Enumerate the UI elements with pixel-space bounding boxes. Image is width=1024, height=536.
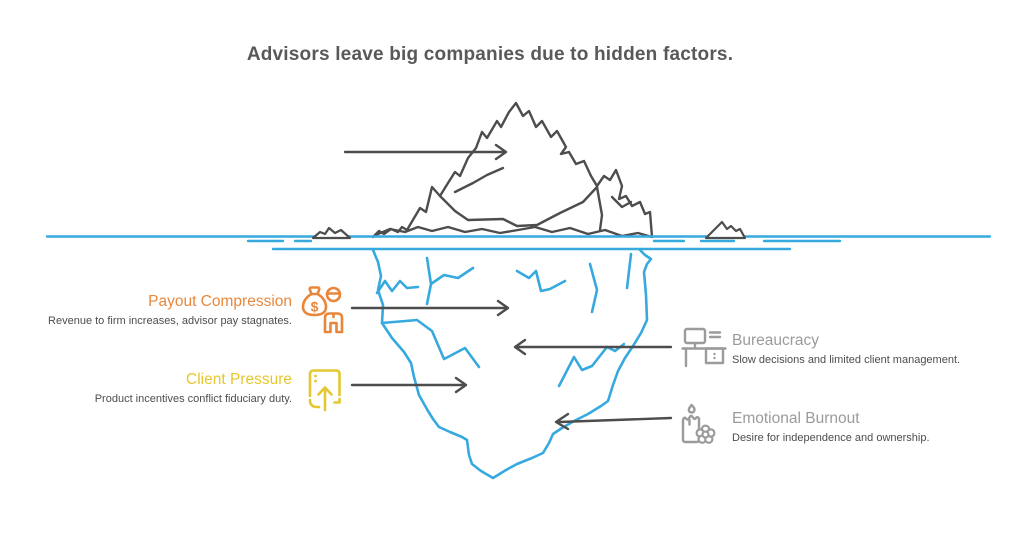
tip-arrow [343,143,508,161]
factor-emotional-burnout: Emotional Burnout Desire for independenc… [732,409,982,445]
factor-description: Product incentives conflict fiduciary du… [94,393,292,405]
svg-text:$: $ [311,299,319,315]
desk-computer-icon [681,327,727,368]
factor-description: Revenue to firm increases, advisor pay s… [48,315,292,327]
iceberg-above-water [371,101,654,239]
page-title: Advisors leave big companies due to hidd… [246,44,734,65]
payout-compression-arrow [350,299,510,317]
iceberg-underwater [371,248,653,480]
box-up-arrow-icon [308,369,341,412]
factor-payout-compression: Payout Compression Revenue to firm incre… [32,292,292,328]
waterline [45,235,992,251]
connector-arrows [343,143,673,431]
emotional-burnout-arrow [554,412,673,431]
factor-label: Bureaucracy [732,332,820,349]
factor-label: Client Pressure [186,371,292,388]
money-bag-person-icon: $ [301,286,344,334]
factor-client-pressure: Client Pressure Product incentives confl… [32,370,292,406]
factor-description: Slow decisions and limited client manage… [732,354,961,366]
melting-candle-flower-icon [681,403,716,444]
factor-description: Desire for independence and ownership. [732,432,930,444]
bureaucracy-arrow [513,338,673,356]
factor-label: Payout Compression [148,293,292,310]
rock-right [704,220,747,240]
factor-bureaucracy: Bureaucracy Slow decisions and limited c… [732,331,982,367]
client-pressure-arrow [350,376,468,394]
factor-label: Emotional Burnout [732,410,860,427]
rock-left [311,226,352,240]
